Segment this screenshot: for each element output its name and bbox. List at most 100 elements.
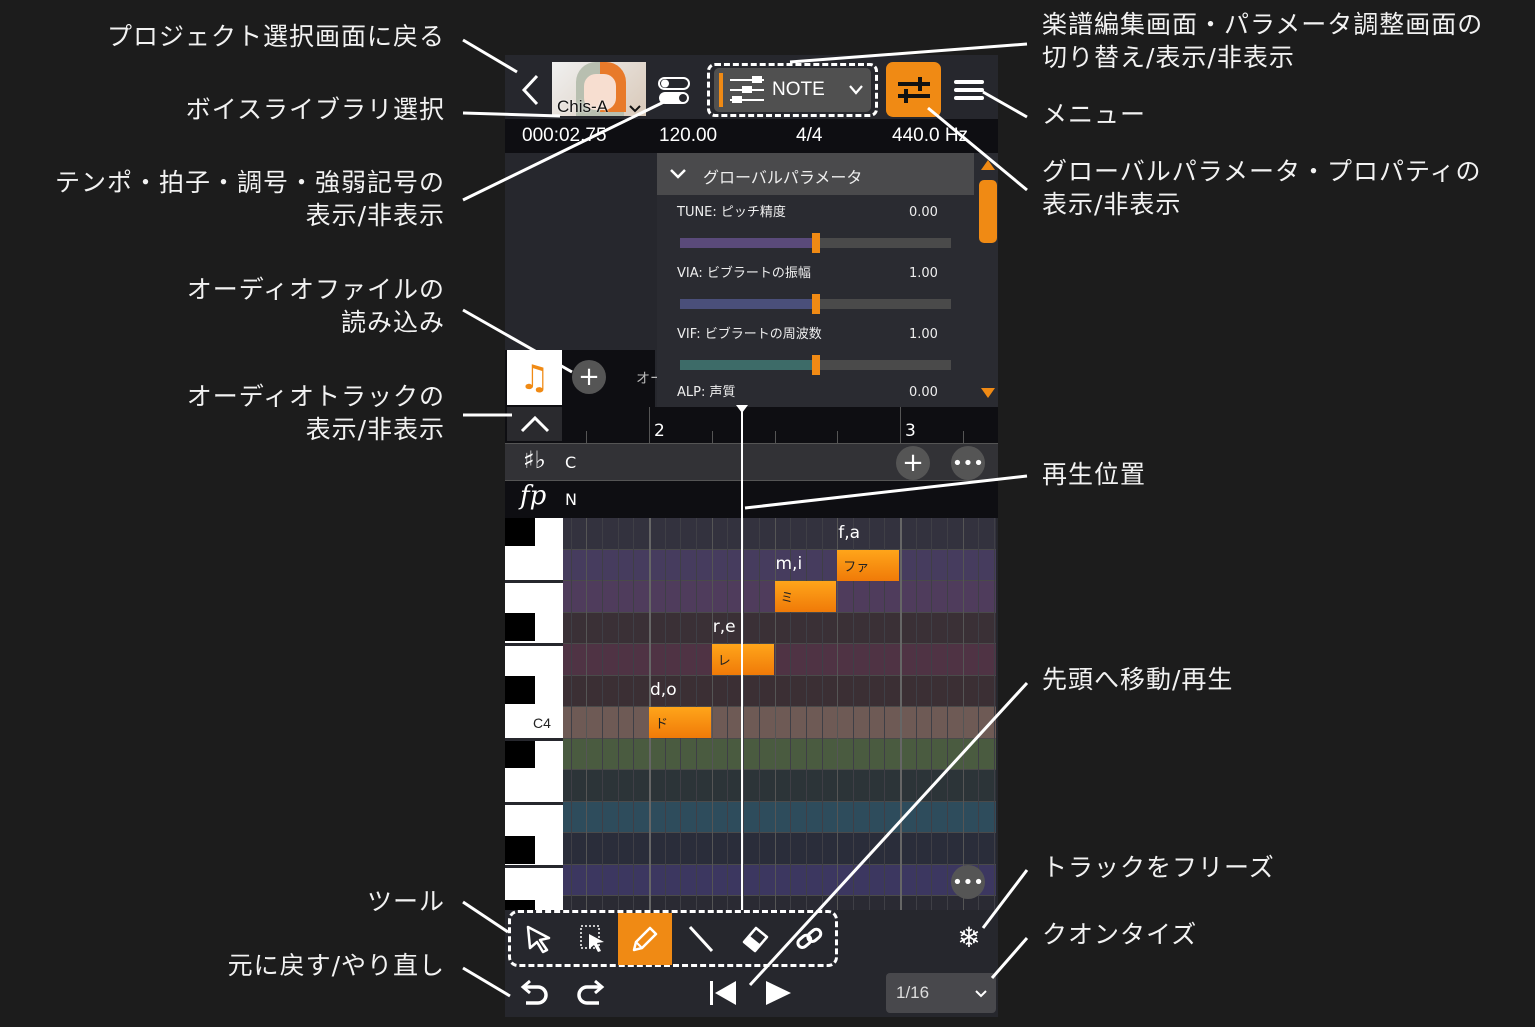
voice-library-selector[interactable]: Chis-A — [552, 62, 646, 116]
param-slider-tune[interactable] — [680, 233, 951, 253]
annotation-quantize: クオンタイズ — [1042, 920, 1198, 949]
scroll-down-arrow-icon[interactable] — [980, 387, 996, 399]
annotation-line: オーディオトラックの — [186, 382, 445, 411]
quantize-value: 1/16 — [896, 983, 930, 1002]
param-list: TUNE: ピッチ精度 0.00 VIA: ビブラートの振幅 1.00 VIF:… — [657, 205, 998, 405]
global-params-title: グローバルパラメータ — [703, 168, 863, 187]
piano-roll-grid[interactable] — [563, 518, 996, 910]
annotation-playhead: 再生位置 — [1042, 460, 1147, 489]
add-audio-track-button[interactable]: + — [572, 360, 606, 394]
chevron-down-icon — [629, 105, 641, 113]
scroll-up-arrow-icon[interactable] — [980, 159, 996, 171]
piano-keyboard[interactable]: C4 — [505, 518, 563, 910]
playhead-marker-icon[interactable] — [736, 405, 748, 414]
note-phoneme: d,o — [650, 680, 677, 700]
note-block[interactable]: ファ — [837, 549, 899, 581]
c4-label: C4 — [533, 715, 551, 731]
plus-icon: + — [902, 448, 924, 478]
param-label: VIF: ビブラートの周波数 — [677, 327, 822, 342]
black-key[interactable] — [505, 676, 535, 704]
param-label: ALP: 声質 — [677, 385, 736, 400]
black-key[interactable] — [505, 836, 535, 864]
line-tool[interactable] — [675, 913, 727, 965]
audio-file-load-button[interactable]: ♫ — [507, 350, 562, 405]
slider-handle[interactable] — [811, 233, 820, 253]
key-more-button[interactable]: ••• — [951, 446, 985, 480]
marquee-select-icon — [580, 925, 604, 952]
white-key-border — [505, 802, 563, 805]
undo-button[interactable] — [515, 975, 555, 1011]
white-key-border — [505, 865, 563, 868]
black-key[interactable] — [505, 613, 535, 641]
more-icon: ••• — [952, 871, 984, 893]
key-signature-row[interactable]: ♯♭ C + ••• — [505, 443, 998, 481]
grid-line — [915, 518, 917, 910]
annotation-freeze: トラックをフリーズ — [1042, 853, 1275, 882]
eraser-tool[interactable] — [729, 913, 781, 965]
chevron-down-icon — [975, 990, 987, 998]
mode-selector[interactable]: NOTE — [714, 68, 871, 112]
grid-line — [774, 518, 776, 910]
global-params-toggle-button[interactable] — [886, 62, 941, 117]
note-phoneme: f,a — [838, 522, 861, 543]
accidental-icon: ♯♭ — [523, 446, 546, 474]
audio-track-toggle-button[interactable] — [507, 407, 562, 441]
play-icon — [766, 981, 791, 1005]
bar-number: 3 — [905, 421, 916, 441]
grid-line — [821, 518, 823, 910]
pitch-display[interactable]: 440.0 Hz — [892, 125, 969, 146]
annotation-line: オーディオファイルの — [186, 275, 445, 304]
dynamics-row[interactable]: fp N — [505, 481, 998, 518]
slider-handle[interactable] — [811, 294, 820, 314]
pitch-row — [563, 518, 996, 550]
param-value: 1.00 — [909, 266, 938, 281]
tempo-toggle-button[interactable] — [658, 77, 690, 105]
menu-button[interactable] — [954, 79, 984, 101]
annotation-audio-load: オーディオファイルの読み込み — [187, 273, 445, 339]
ruler[interactable]: 2 3 — [505, 407, 998, 443]
redo-button[interactable] — [570, 975, 610, 1011]
range-select-tool[interactable] — [567, 913, 619, 965]
note-block[interactable]: ド — [649, 707, 711, 738]
annotation-global: グローバルパラメータ・プロパティの表示/非表示 — [1042, 155, 1482, 221]
black-key[interactable] — [505, 740, 535, 768]
note-phoneme: m,i — [775, 554, 803, 574]
grid-line — [601, 518, 603, 910]
global-params-header[interactable]: グローバルパラメータ — [657, 153, 974, 195]
grid-line — [586, 518, 588, 910]
annotation-line: 表示/非表示 — [305, 415, 445, 444]
unlink-icon — [796, 927, 823, 949]
param-slider-vif[interactable] — [680, 355, 951, 375]
editor-switch-highlight — [707, 63, 878, 117]
arrow-cursor-icon — [526, 925, 551, 954]
chevron-down-icon — [849, 85, 863, 95]
freeze-track-button[interactable]: ❄ — [952, 920, 986, 954]
sliders-icon — [897, 76, 930, 103]
back-button[interactable] — [515, 70, 545, 110]
slider-handle[interactable] — [811, 355, 820, 375]
slider-fill — [680, 299, 816, 309]
select-tool[interactable] — [513, 913, 565, 965]
param-slider-via[interactable] — [680, 294, 951, 314]
note-block[interactable]: ミ — [774, 581, 837, 612]
panel-scrollbar[interactable] — [979, 180, 997, 243]
black-key[interactable] — [505, 900, 535, 910]
param-value: 0.00 — [909, 385, 938, 400]
time-signature-display[interactable]: 4/4 — [796, 125, 823, 146]
pencil-tool[interactable] — [618, 913, 672, 965]
unlink-tool[interactable] — [783, 913, 835, 965]
annotation-line: 切り替え/表示/非表示 — [1042, 43, 1295, 72]
play-button[interactable] — [760, 975, 796, 1011]
white-key-border — [505, 738, 563, 741]
go-to-start-button[interactable] — [705, 975, 741, 1011]
skip-to-start-icon — [710, 981, 736, 1005]
black-key[interactable] — [505, 518, 535, 546]
toggle-icon — [658, 77, 690, 104]
tempo-display[interactable]: 120.00 — [659, 125, 718, 146]
grid-line — [931, 518, 933, 910]
add-key-button[interactable]: + — [896, 446, 930, 480]
track-more-button[interactable]: ••• — [951, 865, 985, 899]
playhead[interactable] — [741, 407, 743, 910]
quantize-select[interactable]: 1/16 — [886, 973, 996, 1013]
param-label: VIA: ビブラートの振幅 — [677, 266, 811, 281]
